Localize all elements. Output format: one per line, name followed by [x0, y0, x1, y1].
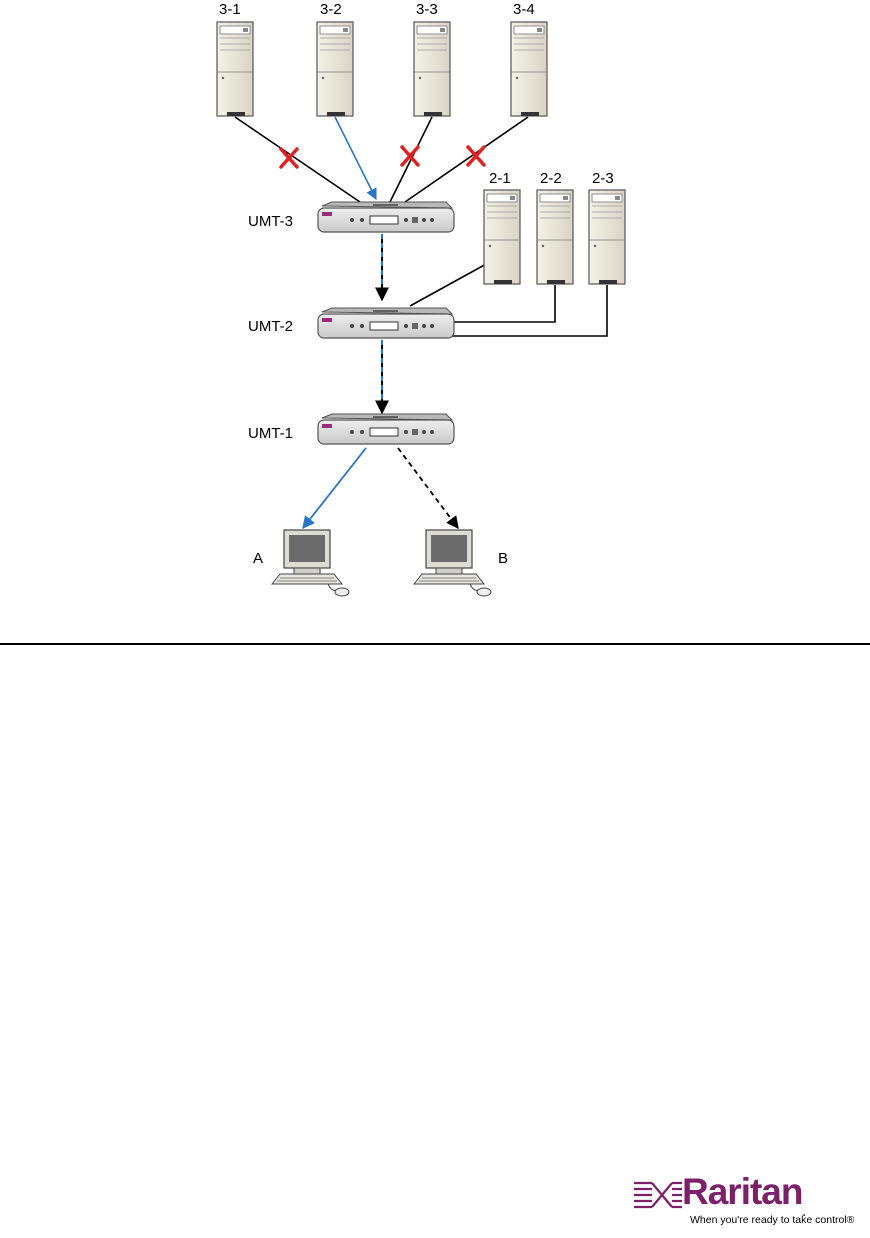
- server-label-3-2: 3-2: [320, 1, 342, 18]
- cable-3-2-to-umt3-active: [335, 117, 376, 199]
- server-label-2-2: 2-2: [540, 170, 562, 187]
- link-umt1-to-client-b: [398, 448, 458, 528]
- page-divider: [0, 643, 870, 645]
- server-label-3-4: 3-4: [513, 1, 535, 18]
- cable-2-3-to-umt2: [452, 285, 607, 336]
- server-tower-3-2-icon: [317, 22, 353, 116]
- switch-label-umt2: UMT-2: [248, 318, 293, 335]
- server-tower-2-3-icon: [589, 190, 625, 284]
- kvm-switch-umt2-icon: [318, 308, 454, 338]
- server-tower-3-1-icon: [217, 22, 253, 116]
- server-tower-2-2-icon: [537, 190, 573, 284]
- server-tower-3-4-icon: [511, 22, 547, 116]
- workstation-a-icon: [272, 530, 349, 596]
- link-umt1-to-client-a: [303, 448, 366, 528]
- server-tower-3-3-icon: [414, 22, 450, 116]
- switch-label-umt1: UMT-1: [248, 425, 293, 442]
- server-label-2-1: 2-1: [489, 170, 511, 187]
- cascade-diagram: 3-1 3-2 3-3 3-4 2-1 2-2 2-3 UMT-3 UMT-2 …: [0, 0, 870, 640]
- brand-tagline: When you're ready to take control®: [690, 1214, 854, 1226]
- cable-3-4-to-umt3: [405, 117, 528, 202]
- server-label-3-3: 3-3: [416, 1, 438, 18]
- kvm-switch-umt1-icon: [318, 414, 454, 444]
- client-label-a: A: [253, 550, 263, 567]
- switch-label-umt3: UMT-3: [248, 213, 293, 230]
- server-label-2-3: 2-3: [592, 170, 614, 187]
- server-tower-2-1-icon: [484, 190, 520, 284]
- workstation-b-icon: [414, 530, 491, 596]
- kvm-switch-umt3-icon: [318, 202, 454, 232]
- server-label-3-1: 3-1: [219, 1, 241, 18]
- cable-2-1-to-umt2: [410, 263, 488, 306]
- brand-name: Raritan.: [682, 1172, 805, 1212]
- cable-2-2-to-umt2: [452, 285, 555, 322]
- client-label-b: B: [498, 550, 508, 567]
